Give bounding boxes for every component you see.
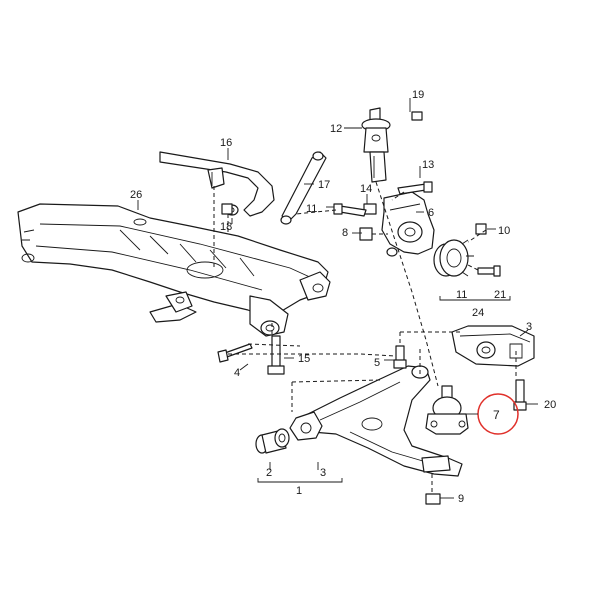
callout-2: 2 bbox=[266, 467, 272, 479]
callout-10: 10 bbox=[498, 225, 510, 237]
leader-lines bbox=[137, 98, 538, 499]
callout-9: 9 bbox=[458, 493, 464, 505]
callout-5: 5 bbox=[374, 357, 380, 369]
strut bbox=[361, 107, 391, 183]
callout-11-lower: 11 bbox=[456, 289, 467, 301]
ball-joint bbox=[425, 385, 469, 435]
callout-4: 4 bbox=[234, 367, 240, 379]
callout-6: 6 bbox=[428, 207, 434, 219]
subframe bbox=[17, 203, 331, 337]
callout-labels: 19 12 16 17 13 14 11 6 8 10 26 18 11 21 … bbox=[130, 89, 556, 505]
callout-7: 7 bbox=[493, 408, 500, 422]
stabilizer-bar bbox=[159, 151, 275, 217]
callout-17: 17 bbox=[318, 179, 330, 191]
callout-13: 13 bbox=[422, 159, 434, 171]
callout-12: 12 bbox=[330, 123, 342, 135]
callout-8: 8 bbox=[342, 227, 348, 239]
highlighted-part-callout: 7 bbox=[466, 393, 519, 435]
bracket bbox=[451, 325, 535, 367]
callout-1: 1 bbox=[296, 485, 302, 497]
callout-20: 20 bbox=[544, 399, 556, 411]
hardware bbox=[217, 111, 527, 505]
callout-16: 16 bbox=[220, 137, 232, 149]
callout-11-upper: 11 bbox=[306, 203, 317, 215]
control-arm bbox=[289, 365, 463, 477]
callout-19: 19 bbox=[412, 89, 424, 101]
coupling-rod bbox=[280, 151, 327, 225]
callout-15: 15 bbox=[298, 353, 310, 365]
callout-3-lower: 3 bbox=[320, 467, 326, 479]
callout-24: 24 bbox=[472, 307, 484, 319]
callout-18: 18 bbox=[220, 221, 232, 233]
wheel-hub bbox=[433, 239, 474, 277]
callout-26: 26 bbox=[130, 189, 142, 201]
callout-3-bracket: 3 bbox=[526, 321, 532, 333]
callout-14: 14 bbox=[360, 183, 372, 195]
callout-21: 21 bbox=[494, 289, 506, 301]
bushing bbox=[255, 428, 290, 454]
assembly-lines bbox=[213, 181, 517, 494]
